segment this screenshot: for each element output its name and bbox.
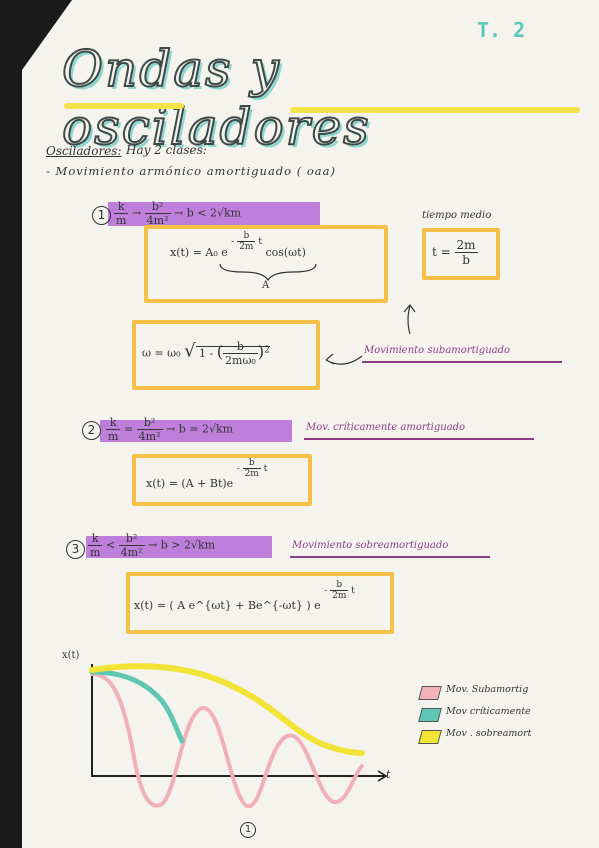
curve-sobreamortiguado (89, 663, 365, 756)
brace (219, 263, 317, 282)
label-critico: Mov. críticamente amortiguado (306, 422, 466, 433)
title-underline (64, 103, 184, 109)
label-underline (290, 556, 490, 558)
case-number-1: 1 (92, 206, 111, 225)
legend-label-critico: Mov críticamente (446, 706, 531, 717)
intro-line2: - Movimiento armónico amortiguado ( oaa) (46, 164, 337, 178)
formula-box-2 (132, 454, 312, 506)
page-number: 1 (240, 822, 256, 838)
page-title: Ondas y osciladores (61, 39, 371, 157)
formula-box-3 (126, 572, 394, 634)
brace-label: A (262, 280, 270, 291)
topic-tag: T. 2 (477, 18, 526, 42)
legend-swatch-critico (418, 708, 442, 722)
omega-box (132, 320, 320, 390)
label-sobreamortiguado: Movimiento sobreamortiguado (292, 540, 449, 551)
highlight-condition-3 (86, 536, 272, 558)
damping-graph (89, 663, 388, 809)
label-underline (362, 361, 562, 363)
page-corner (22, 0, 72, 70)
intro-heading: Osciladores: (46, 144, 122, 158)
intro-line1: Hay 2 clases: (126, 143, 207, 157)
label-subamortiguado: Movimiento subamortiguado (364, 345, 511, 356)
curve-critico (89, 669, 185, 744)
curve-subamortiguado (90, 672, 364, 809)
legend-swatch-sobreamort (418, 730, 442, 744)
y-axis-label: x(t) (62, 650, 80, 661)
notebook-page: T. 2 Ondas y osciladores Osciladores: Ha… (22, 0, 599, 848)
legend-label-subamortig: Mov. Subamortig (446, 684, 529, 695)
highlight-condition-2 (100, 420, 292, 442)
label-underline (304, 438, 534, 440)
time-box (422, 228, 500, 280)
arrow-left (325, 353, 363, 365)
arrow-up (403, 304, 416, 335)
highlight-condition-1 (108, 202, 320, 226)
case-number-2: 2 (82, 421, 101, 440)
x-axis-label: t (386, 768, 391, 781)
formula-box-1 (144, 225, 388, 303)
title-underline (290, 107, 580, 113)
case-number-3: 3 (66, 540, 85, 559)
legend-label-sobreamort: Mov . sobreamort (446, 728, 532, 739)
legend-swatch-subamortig (418, 686, 442, 700)
time-label: tiempo medio (422, 210, 492, 221)
